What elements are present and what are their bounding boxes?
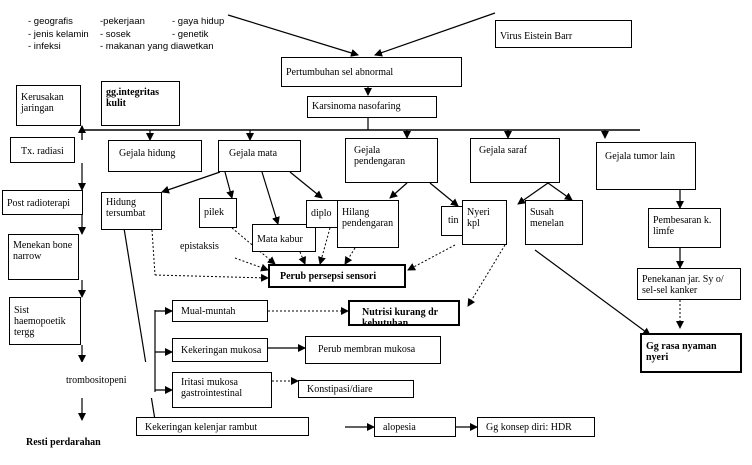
node-pilek: pilek	[199, 198, 237, 228]
node-mata-kabur: Mata kabur	[252, 224, 316, 252]
risk-factor-2: - jenis kelamin	[28, 29, 89, 40]
risk-factor-6: - makanan yang diawetkan	[100, 41, 214, 52]
node-perub-persepsi: Perub persepsi sensori	[268, 264, 406, 288]
node-integritas: gg.integritas kulit	[101, 81, 180, 126]
node-konsep-diri: Gg konsep diri: HDR	[477, 417, 595, 437]
node-iritasi: Iritasi mukosa gastrointestinal	[172, 372, 272, 408]
node-hilang-pendengaran: Hilang pendengaran	[337, 200, 399, 248]
node-susah-menelan: Susah menelan	[525, 200, 583, 245]
edge-matakabur-to-persepsi	[298, 251, 306, 265]
edge-epistaksis-to-persepsi	[234, 257, 269, 272]
node-kekeringan-mukosa: Kekeringan mukosa	[172, 338, 268, 362]
node-gg-nyaman: Gg rasa nyaman nyeri	[640, 333, 742, 373]
risk-factor-1: - geografis	[28, 16, 73, 27]
edge-mata-to-matakabur	[261, 171, 280, 225]
node-konstipasi: Konstipasi/diare	[298, 380, 414, 398]
node-hidung-tersumbat: Hidung tersumbat	[101, 192, 162, 230]
node-tx-radiasi: Tx. radiasi	[10, 137, 75, 163]
edge-mata-to-pilek	[224, 171, 235, 199]
node-nutrisi: Nutrisi kurang dr kebutuhan	[348, 300, 460, 326]
node-gejala-saraf: Gejala saraf	[470, 138, 560, 183]
edge-pendengaran-to-tin	[429, 182, 459, 207]
risk-factor-3: - infeksi	[28, 41, 61, 52]
node-karsinoma: Karsinoma nasofaring	[307, 96, 437, 118]
node-pembesaran: Pembesaran k. limfe	[648, 208, 721, 248]
node-sist: Sist haemopoetik tergg	[9, 297, 81, 345]
edge-mata-to-hidung-tersumbat	[161, 171, 221, 194]
node-resti: Resti perdarahan	[22, 432, 118, 456]
node-gejala-tumor: Gejala tumor lain	[596, 142, 696, 190]
risk-factor-4: -pekerjaan	[100, 16, 145, 27]
node-tin: tin	[441, 206, 465, 236]
edge-risk-to-growth	[227, 14, 359, 57]
edge-hidung-persepsi-h	[154, 273, 269, 282]
edge-saraf-to-susah	[517, 182, 549, 205]
node-alopesia: alopesia	[374, 417, 456, 437]
node-menekan: Menekan bone narrow	[8, 234, 79, 280]
edge-pendengaran-to-hilang	[389, 182, 408, 199]
node-kerusakan: Kerusakan jaringan	[16, 85, 81, 126]
node-penekanan: Penekanan jar. Sy o/ sel-sel kanker	[637, 268, 741, 300]
edge-virus-to-growth	[374, 12, 496, 57]
node-pertumbuhan: Pertumbuhan sel abnormal	[281, 57, 462, 87]
risk-factor-7: - gaya hidup	[172, 16, 225, 27]
edge-hidung-to-persepsi	[151, 229, 156, 276]
edge-saraf-to-nyeri	[547, 182, 573, 201]
node-post-radioterapi: Post radioterapi	[2, 190, 83, 215]
node-gejala-hidung: Gejala hidung	[108, 140, 202, 172]
risk-factor-5: - sosek	[100, 29, 131, 40]
dotted-connectors	[151, 227, 684, 385]
node-gejala-mata: Gejala mata	[218, 140, 301, 172]
risk-factor-8: - genetik	[172, 29, 209, 40]
node-kelenjar: Kekeringan kelenjar rambut	[136, 417, 309, 436]
edge-susah-to-nutrisi	[467, 244, 506, 307]
edge-mata-to-diplo	[289, 171, 323, 199]
edge-hilang-to-persepsi	[344, 247, 356, 265]
edge-nyeri-to-persepsi	[407, 244, 456, 271]
edge-diplo-to-persepsi	[318, 227, 331, 265]
node-virus: Virus Eistein Barr	[495, 20, 632, 48]
node-perub-membran: Perub membran mukosa	[305, 336, 441, 364]
node-trombositopeni: trombositopeni	[62, 362, 152, 398]
node-mual: Mual-muntah	[172, 300, 268, 322]
node-gejala-pendengaran: Gejala pendengaran	[345, 138, 438, 183]
edge-susah-to-nyaman	[534, 249, 651, 336]
node-epistaksis: epistaksis	[176, 236, 235, 258]
node-nyeri-kpl: Nyeri kpl	[462, 200, 507, 245]
